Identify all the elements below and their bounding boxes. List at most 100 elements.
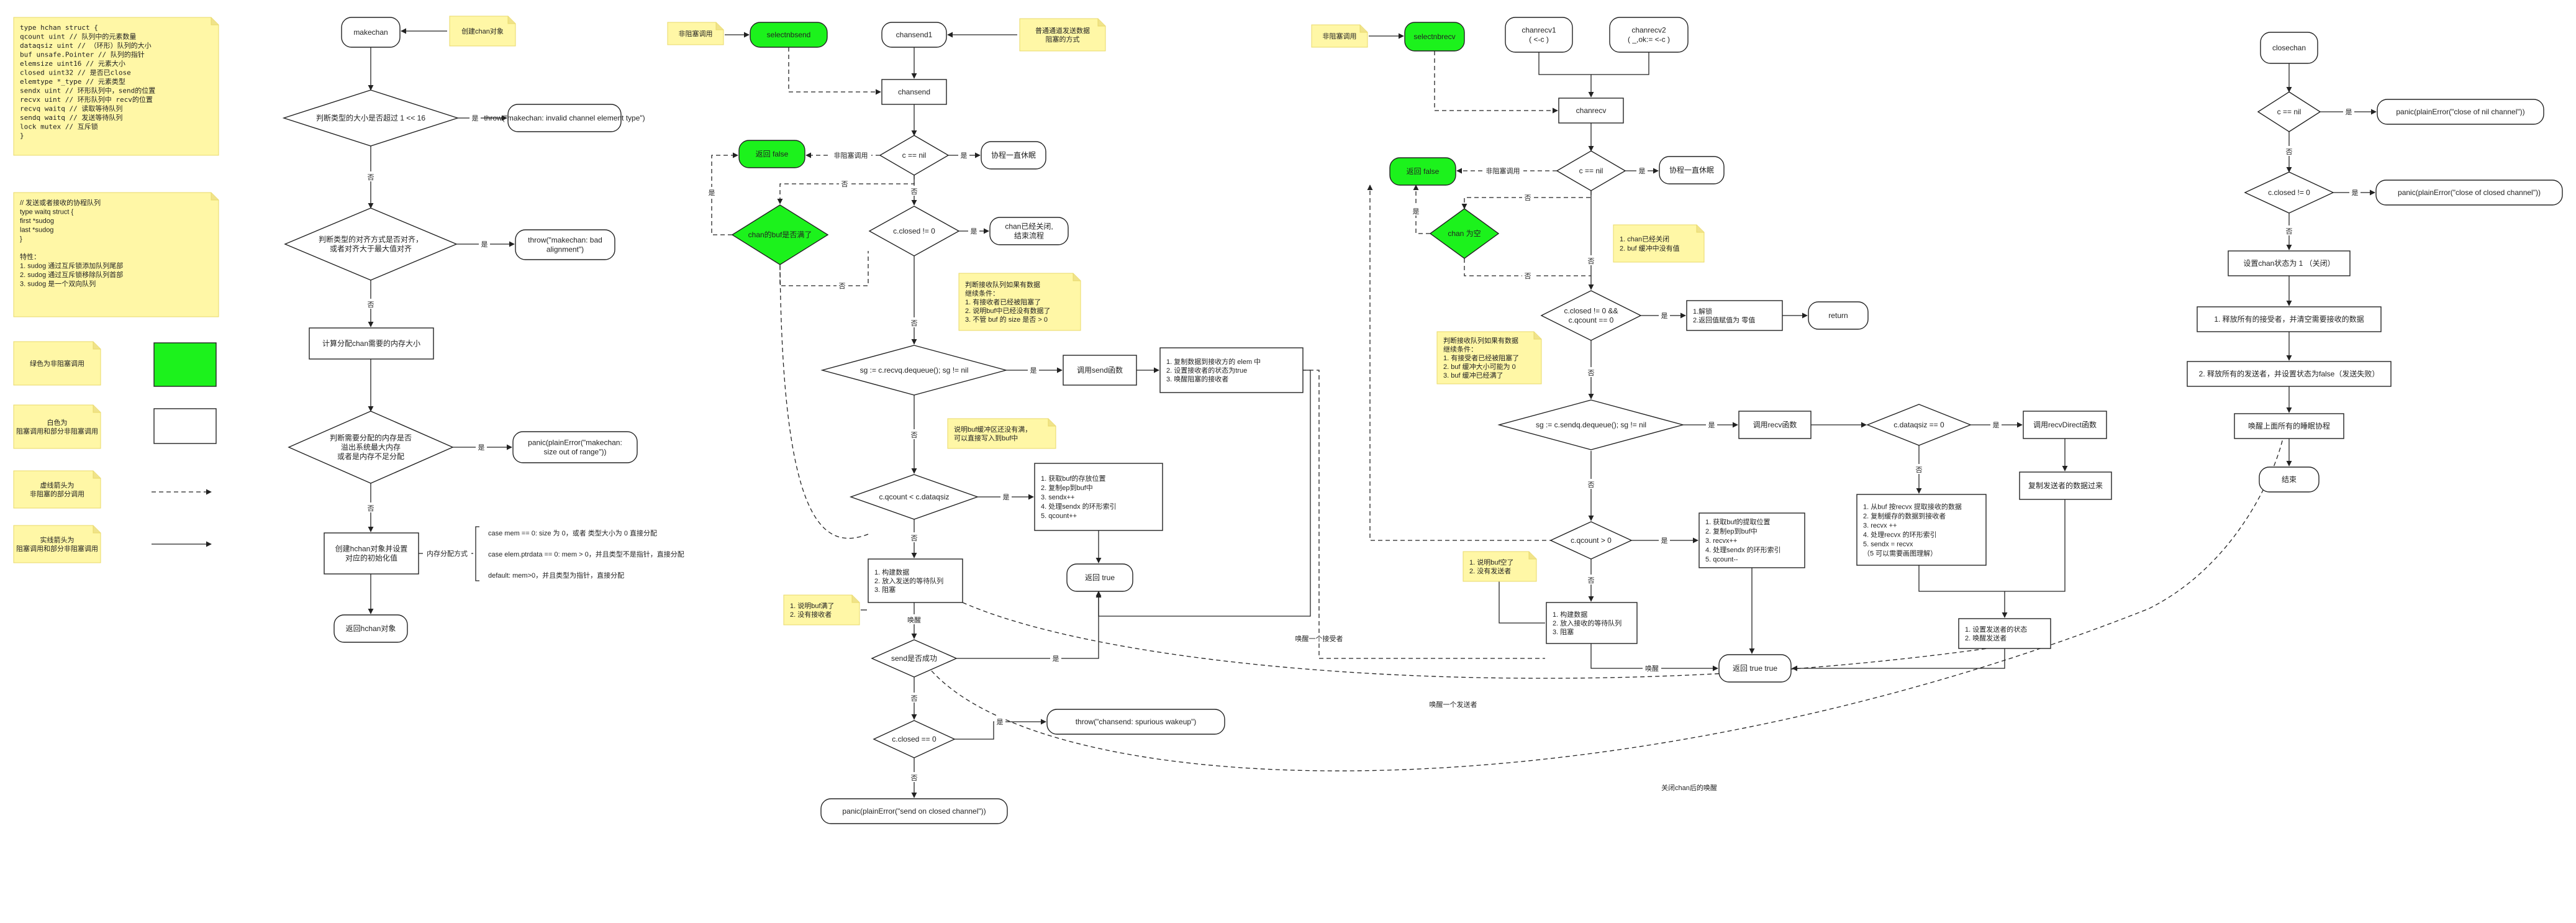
chanrecv-check-nil: c == nil	[1556, 150, 1626, 191]
chanrecv-check-dataqsiz: c.dataqsiz == 0	[1866, 404, 1972, 446]
chanrecv-check-closed: c.closed != 0 &&c.qcount == 0	[1540, 290, 1642, 341]
svg-text:虚线箭头为: 虚线箭头为	[40, 481, 75, 489]
svg-text:1. 获取buf的提取位置: 1. 获取buf的提取位置	[1705, 517, 1771, 526]
svg-text:1. 获取buf的存放位置: 1. 获取buf的存放位置	[1041, 474, 1106, 483]
svg-text:c.closed != 0: c.closed != 0	[2268, 188, 2310, 197]
svg-text:溢出系统最大内存: 溢出系统最大内存	[341, 443, 401, 452]
svg-text:返回 true: 返回 true	[1085, 573, 1115, 582]
svg-text:// 发送或者接收的协程队列: // 发送或者接收的协程队列	[20, 198, 101, 207]
makechan-check-size: 判断类型的大小是否超过 1 << 16	[282, 89, 460, 147]
closechan-check-closed: c.closed != 0	[2244, 171, 2334, 214]
lbl-cr-dqy: 是	[1990, 419, 2002, 429]
chanrecv-check-sendq: sg := c.sendq.dequeue(); sg != nil	[1497, 399, 1685, 450]
svg-text:是: 是	[481, 240, 488, 248]
svg-text:否: 否	[841, 181, 848, 188]
svg-text:type waitq struct {: type waitq struct {	[20, 209, 74, 216]
chansend-selectnbsend: selectnbsend	[750, 22, 828, 48]
svg-text:判断类型的对齐方式是否对齐，: 判断类型的对齐方式是否对齐，	[319, 235, 423, 244]
lbl-mk-4y: 是	[476, 442, 487, 452]
svg-text:否: 否	[368, 301, 374, 309]
svg-text:3. sudog 是一个双向队列: 3. sudog 是一个双向队列	[20, 280, 96, 288]
svg-text:closechan: closechan	[2272, 43, 2306, 52]
makechan-end-text: 返回hchan对象	[346, 624, 396, 633]
lbl-cc-2n: 否	[2283, 146, 2295, 156]
makechan-note-text: 创建chan对象	[461, 27, 504, 35]
svg-text:}: }	[20, 235, 22, 243]
e-cs-sel	[788, 47, 881, 95]
svg-text:或者对齐大于最大值对齐: 或者对齐大于最大值对齐	[330, 244, 412, 253]
chansend-node: chansend	[881, 79, 947, 105]
lbl-wake-closed: 关闭chan后的唤醒	[1650, 782, 1728, 792]
hchan-struct-note: type hchan struct { qcount uint // 队列中的元…	[13, 17, 219, 156]
svg-text:c == nil: c == nil	[902, 151, 927, 160]
lbl-cr-sqn: 否	[1585, 367, 1597, 377]
lbl-mk-2y: 是	[479, 239, 490, 248]
chanrecv-recvdirect-text: 调用recvDirect函数	[2033, 420, 2097, 429]
svg-text:结束: 结束	[2282, 475, 2297, 484]
chansend-spurious: throw("chansend: spurious wakeup")	[1046, 709, 1225, 735]
chansend-closed-panic-text: panic(plainError("send on closed channel…	[842, 807, 986, 816]
closechan-end: 结束	[2259, 466, 2320, 493]
lbl-mk-3n: 否	[365, 299, 376, 309]
makechan-check-align: 判断类型的对齐方式是否对齐，或者对齐大于最大值对齐	[284, 207, 458, 281]
makechan-end: 返回hchan对象	[333, 614, 408, 643]
chansend-node-text: chansend	[898, 88, 930, 96]
chanrecv-chanrecv2: chanrecv2( _,ok:= <-c )	[1609, 17, 1689, 53]
lbl-cs-qn2: 否	[909, 532, 920, 542]
lbl-cs-qn: 否	[909, 429, 920, 439]
chanrecv-ret-false: 返回 false	[1389, 157, 1456, 186]
makechan-throw-invalid: throw("makechan: invalid channel element…	[484, 104, 645, 132]
svg-text:2. 放入发送的等待队列: 2. 放入发送的等待队列	[874, 576, 943, 585]
svg-text:3. sendx++: 3. sendx++	[1041, 494, 1074, 501]
chansend-check-nil: c == nil	[879, 135, 950, 176]
svg-text:唤醒: 唤醒	[907, 616, 921, 624]
svg-text:1. 有接受者已经被阻塞了: 1. 有接受者已经被阻塞了	[1443, 353, 1519, 362]
closechan-wake-all-text: 唤醒上面所有的睡眠协程	[2248, 421, 2330, 430]
svg-text:创建hchan对象并设置: 创建hchan对象并设置	[335, 545, 408, 553]
e-cr-emptyy	[1413, 184, 1430, 234]
svg-text:1. chan已经关闭: 1. chan已经关闭	[1620, 235, 1669, 243]
chanrecv-nb-note-text: 非阻塞调用	[1323, 32, 1357, 40]
closechan-set-closed-text: 设置chan状态为 1 （关闭）	[2243, 259, 2334, 268]
lbl-cs-qy: 是	[1000, 491, 1012, 501]
e-wake-one-send	[962, 602, 1988, 679]
svg-text:( <-c ): ( <-c )	[1529, 35, 1549, 44]
svg-text:c.qcount > 0: c.qcount > 0	[1571, 536, 1612, 545]
e-cr-emptyno	[1464, 258, 1591, 276]
chansend-check-recvq: sg := c.recvq.dequeue(); sg != nil	[820, 345, 1008, 396]
makechan-panic-range: panic(plainError("makechan:size out of r…	[512, 431, 638, 463]
lbl-cr-qy: 是	[1659, 535, 1670, 545]
svg-text:4. 处理sendx 的环形索引: 4. 处理sendx 的环形索引	[1041, 502, 1117, 511]
svg-text:qcount uint // 队列中的元: qcount uint // 队列中的元素数量	[20, 32, 136, 41]
makechan-check-size-text: 判断类型的大小是否超过 1 << 16	[316, 113, 425, 122]
lbl-cr-nilnb: 非阻塞调用	[1482, 165, 1523, 175]
chanrecv-closed-box: 1.解锁2.返回值赋值为 零值	[1686, 300, 1783, 331]
svg-text:makechan: makechan	[353, 28, 388, 37]
chanrecv-node-text: chanrecv	[1576, 106, 1607, 115]
chansend-check-closed2-text: c.closed == 0	[892, 735, 937, 743]
svg-text:否: 否	[368, 174, 374, 181]
svg-text:recvx uint // 环形队列中 recv的: recvx uint // 环形队列中 recv的位置	[20, 95, 153, 104]
svg-text:是: 是	[961, 152, 968, 160]
svg-text:是: 是	[1661, 537, 1668, 545]
chansend-buf-note-text: 说明buf缓冲区还没有满，可以直接写入到buf中	[954, 425, 1032, 442]
lbl-cs-wake: 唤醒	[905, 614, 923, 624]
e-cr-dir2set	[2005, 499, 2066, 592]
chansend-check-success: send是否成功	[871, 639, 958, 678]
svg-text:否: 否	[911, 535, 918, 542]
makechan-calc-size: 计算分配chan需要的内存大小	[309, 327, 434, 360]
closechan-release-recv-text: 1. 释放所有的接受者，并清空需要接收的数据	[2214, 314, 2364, 324]
chansend-check-closed: c.closed != 0	[868, 206, 960, 257]
svg-text:（5 可以需要画图理解）: （5 可以需要画图理解）	[1863, 549, 1937, 558]
chanrecv-copy-direct-text: 复制发送者的数据过来	[2028, 481, 2103, 490]
